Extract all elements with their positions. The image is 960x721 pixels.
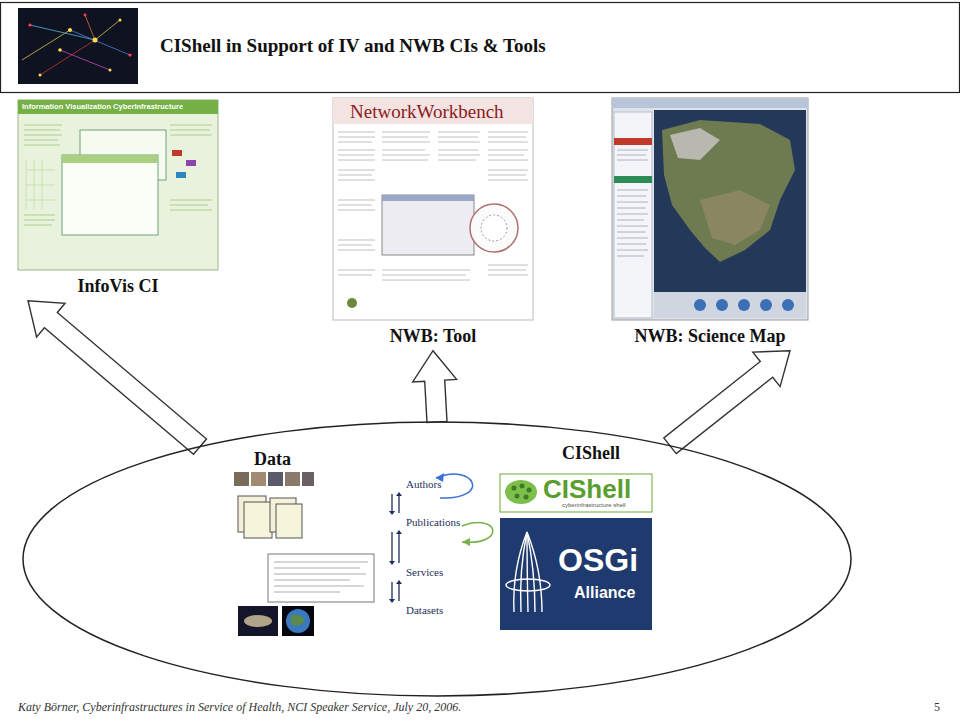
- logo-text: OSGi: [558, 544, 638, 576]
- node-label: NWB: Tool: [333, 326, 533, 347]
- data-entity: Publications: [406, 516, 460, 528]
- node-label: NWB: Science Map: [612, 326, 808, 347]
- ellipse-shape: [23, 422, 851, 696]
- block-arrow: [664, 351, 790, 454]
- foundation-ellipse: DataCIShell: [22, 421, 852, 697]
- node-label: CIShell: [562, 443, 620, 464]
- block-arrow: [28, 301, 207, 455]
- node-label: Data: [254, 449, 291, 470]
- ellipse-outline: [22, 421, 852, 697]
- screenshot-panel: InfoVis CI: [18, 100, 218, 297]
- screenshot-panel: NWB: Tool: [333, 98, 533, 347]
- logo-text: CIShell: [543, 476, 631, 502]
- logo-subtitle: cyberinfrastructure shell: [562, 502, 626, 508]
- poster-heading: Information Visualization CyberInfrastru…: [22, 102, 183, 111]
- block-arrow: [413, 351, 457, 423]
- footer-credit: Katy Börner, Cyberinfrastructures in Ser…: [18, 700, 461, 715]
- data-entity: Authors: [406, 478, 441, 490]
- data-entity: Datasets: [406, 604, 443, 616]
- page-number: 5: [934, 700, 940, 715]
- screenshot-panel: NWB: Science Map: [612, 98, 808, 347]
- node-label: InfoVis CI: [18, 276, 218, 297]
- logo-subtitle: Alliance: [574, 584, 635, 602]
- poster-heading: NetworkWorkbench: [350, 101, 504, 123]
- slide-title: CIShell in Support of IV and NWB CIs & T…: [160, 35, 546, 57]
- data-entity: Services: [406, 566, 443, 578]
